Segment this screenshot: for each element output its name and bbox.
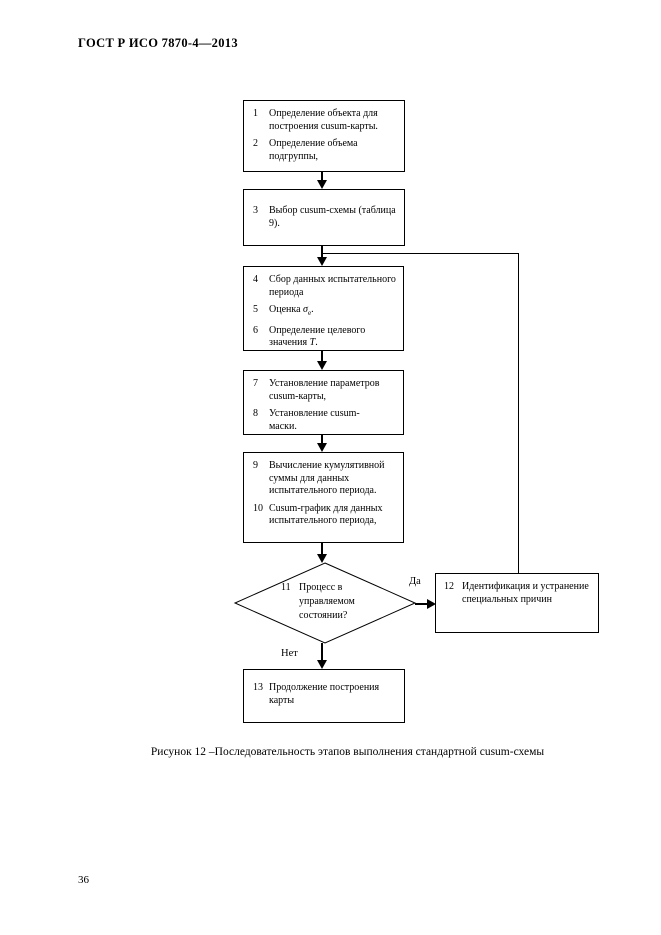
step-text: Определение объема подгруппы,: [269, 138, 358, 162]
step-text: Выбор cusum-схемы (таблица 9).: [269, 205, 396, 229]
flow-step-9: 9 Вычисление кумулятивной суммы для данн…: [253, 460, 399, 498]
connector-arrow-stem: [415, 603, 428, 605]
feedback-line-horizontal: [322, 253, 519, 254]
step-number: 3: [253, 205, 258, 216]
step-text: Процесс в управляемом состоянии?: [299, 582, 355, 621]
page-number: 36: [78, 874, 89, 886]
figure-caption: Рисунок 12 –Последовательность этапов вы…: [150, 746, 545, 758]
step-text: Продолжение построения карты: [269, 682, 380, 706]
decision-diamond: [233, 562, 417, 644]
arrow-down-icon: [317, 660, 327, 669]
flow-box-steps-1-2: 1 Определение объекта для построения cus…: [243, 100, 405, 172]
flow-box-step-13: 13 Продолжение построения карты: [243, 669, 405, 723]
step-number: 2: [253, 138, 258, 149]
feedback-line-vertical: [518, 253, 519, 573]
step-number: 11: [281, 582, 291, 593]
arrow-down-icon: [317, 257, 327, 266]
step-number: 12: [444, 581, 454, 592]
step-number: 9: [253, 460, 258, 471]
flow-step-7: 7 Установление параметров cusum-карты,: [253, 378, 399, 403]
flow-step-6: 6 Определение целевого значения T.: [253, 325, 399, 350]
flow-step-13: 13 Продолжение построения карты: [253, 682, 400, 707]
sigma-symbol: σ: [303, 304, 308, 315]
flow-box-step-3: 3 Выбор cusum-схемы (таблица 9).: [243, 189, 405, 246]
arrow-down-icon: [317, 554, 327, 563]
arrow-down-icon: [317, 443, 327, 452]
connector-arrow-stem: [321, 351, 323, 362]
flow-step-4: 4 Сбор данных испытательного периода: [253, 274, 399, 299]
step-text: Определение объекта для построения cusum…: [269, 108, 378, 132]
arrow-down-icon: [317, 180, 327, 189]
flow-box-steps-7-8: 7 Установление параметров cusum-карты, 8…: [243, 370, 404, 435]
step-text: Определение целевого значения T.: [269, 324, 366, 349]
document-header: ГОСТ Р ИСО 7870-4—2013: [78, 36, 238, 50]
flow-box-steps-9-10: 9 Вычисление кумулятивной суммы для данн…: [243, 452, 404, 543]
flow-step-3: 3 Выбор cusum-схемы (таблица 9).: [253, 205, 400, 230]
flow-step-11: 11 Процесс в управляемом состоянии?: [281, 581, 393, 623]
connector-arrow-stem: [321, 543, 323, 555]
step-text: Cusum-график для данных испытательного п…: [269, 502, 383, 527]
flow-step-2: 2 Определение объема подгруппы,: [253, 138, 400, 163]
arrow-right-icon: [427, 599, 436, 609]
step-number: 6: [253, 324, 258, 336]
connector-arrow-stem: [321, 643, 323, 661]
flow-step-12: 12 Идентификация и устранение специальны…: [444, 581, 594, 606]
flow-step-10: 10 Cusum-график для данных испытательног…: [253, 503, 399, 528]
connector-arrow-stem: [321, 172, 323, 182]
connector-arrow-stem: [321, 435, 323, 444]
step-number: 7: [253, 378, 258, 389]
step-text: Вычисление кумулятивной суммы для данных…: [269, 460, 385, 496]
step-text: Сбор данных испытательного периода: [269, 274, 396, 298]
flow-box-step-12: 12 Идентификация и устранение специальны…: [435, 573, 599, 633]
connector-arrow-stem: [321, 246, 323, 258]
sigma-subscript: e: [307, 309, 312, 317]
arrow-down-icon: [317, 361, 327, 370]
yes-branch-label: Да: [409, 576, 421, 587]
no-branch-label: Нет: [281, 648, 298, 659]
step-number: 8: [253, 408, 258, 419]
step-text: Оценка σe.: [269, 304, 314, 317]
step-text: Установление cusum-маски.: [269, 408, 360, 432]
step-text: Идентификация и устранение специальных п…: [462, 581, 589, 605]
flow-step-5: 5 Оценка σe.: [253, 304, 399, 320]
step-number: 13: [253, 682, 263, 693]
step-text: Установление параметров cusum-карты,: [269, 378, 380, 402]
step-number: 4: [253, 274, 258, 285]
step-number: 10: [253, 502, 263, 514]
flow-step-8: 8 Установление cusum-маски.: [253, 408, 399, 433]
target-symbol: T: [309, 337, 316, 348]
flow-box-steps-4-6: 4 Сбор данных испытательного периода 5 О…: [243, 266, 404, 351]
step-number: 1: [253, 108, 258, 119]
step-number: 5: [253, 304, 258, 315]
flow-step-1: 1 Определение объекта для построения cus…: [253, 108, 400, 133]
